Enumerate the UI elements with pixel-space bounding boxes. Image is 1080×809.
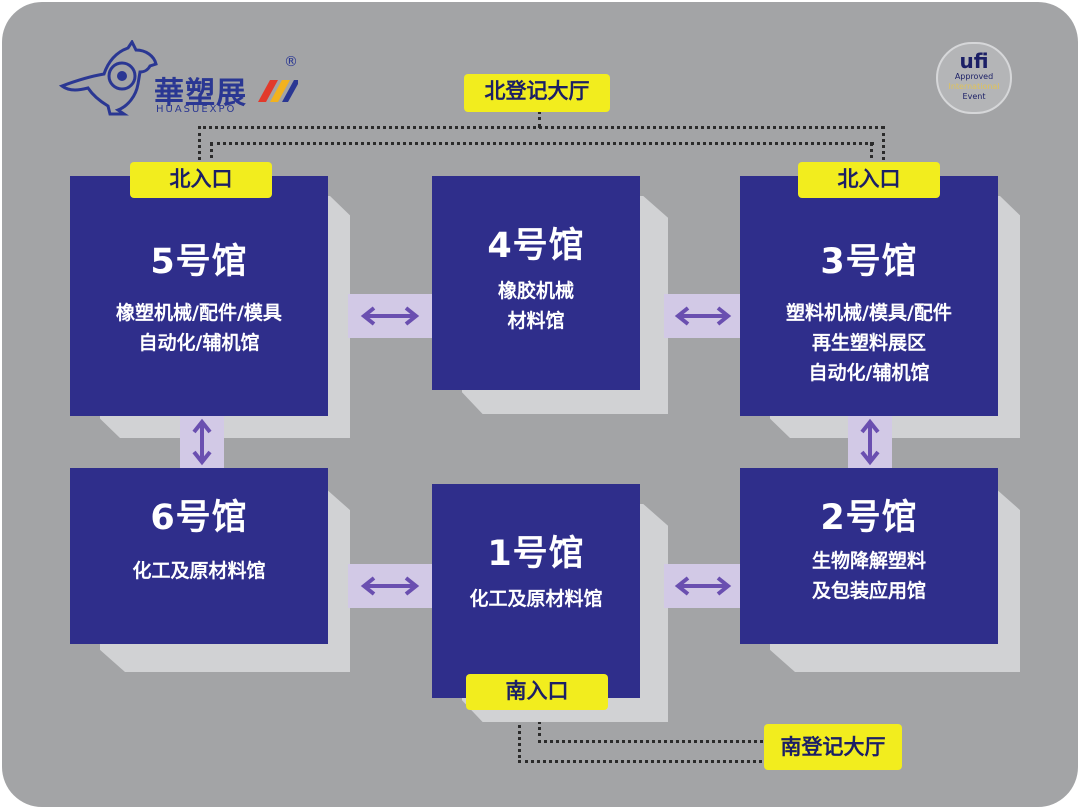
huasu-expo-logo: 華塑展 ® HUASUEXPO [58,40,308,120]
hall-1-number: 1号馆 [487,534,585,574]
hall-6-number: 6号馆 [150,498,248,538]
ufi-line2: International [948,82,1000,91]
hall-4-desc-line2: 材料馆 [507,310,565,332]
north-route-left-drop [198,126,201,166]
logo-ss-mark [256,76,298,106]
hall-1: 1号馆 化工及原材料馆 [432,484,640,698]
hall-2-desc-line1: 生物降解塑料 [811,550,926,572]
hall-5-number: 5号馆 [150,242,248,282]
hall-5-desc-line2: 自动化/辅机馆 [138,332,260,354]
north-entrance-right-label: 北入口 [798,162,940,198]
hall-4: 4号馆 橡胶机械 材料馆 [432,176,640,390]
ufi-badge: ufi Approved International Event [936,42,1012,114]
double-arrow-vertical-icon [860,418,880,466]
north-route-horizontal-lower [210,142,874,145]
connector-5-6 [180,414,224,470]
hall-5: 5号馆 橡塑机械/配件/模具 自动化/辅机馆 [70,176,328,416]
ufi-brand: ufi [959,49,989,73]
double-arrow-horizontal-icon [674,576,732,596]
hall-3: 3号馆 塑料机械/模具/配件 再生塑料展区 自动化/辅机馆 [740,176,998,416]
north-route-right-drop [882,126,885,166]
logo-registered-mark: ® [284,54,298,70]
south-registration-hall-label: 南登记大厅 [764,724,902,770]
south-route-inner [538,708,769,743]
logo-name-cn: 華塑展 [154,76,247,111]
double-arrow-horizontal-icon [674,306,732,326]
hall-5-desc-line1: 橡塑机械/配件/模具 [116,302,282,324]
double-arrow-horizontal-icon [360,306,420,326]
hall-4-desc-line1: 橡胶机械 [497,280,574,302]
south-entrance-label: 南入口 [466,674,608,710]
hall-2-number: 2号馆 [820,498,918,538]
hall-3-number: 3号馆 [820,242,918,282]
ufi-line1: Approved [954,72,994,81]
connector-3-2 [848,414,892,470]
hall-1-desc-line1: 化工及原材料馆 [469,588,603,610]
hall-6-desc-line1: 化工及原材料馆 [132,560,266,582]
connector-6-1 [348,564,432,608]
hall-3-desc-line1: 塑料机械/模具/配件 [786,302,952,324]
kangaroo-icon [58,40,158,116]
hall-4-number: 4号馆 [487,226,585,266]
south-route-outer [518,708,769,763]
connector-4-3 [664,294,742,338]
hall-2-desc-line2: 及包装应用馆 [811,580,926,602]
double-arrow-vertical-icon [192,418,212,466]
hall-3-desc-line2: 再生塑料展区 [811,332,926,354]
north-route-top [538,110,541,128]
north-route-horizontal-upper [198,126,884,129]
north-route-left-drop2 [210,142,213,166]
logo-name-en: HUASUEXPO [156,104,237,115]
north-registration-hall-label: 北登记大厅 [464,74,610,112]
connector-1-2 [664,564,742,608]
hall-6: 6号馆 化工及原材料馆 [70,468,328,644]
north-route-right-drop2 [870,142,873,166]
double-arrow-horizontal-icon [360,576,420,596]
ufi-line3: Event [962,92,986,101]
hall-3-desc-line3: 自动化/辅机馆 [808,362,930,384]
hall-2: 2号馆 生物降解塑料 及包装应用馆 [740,468,998,644]
connector-5-4 [348,294,432,338]
north-entrance-left-label: 北入口 [130,162,272,198]
